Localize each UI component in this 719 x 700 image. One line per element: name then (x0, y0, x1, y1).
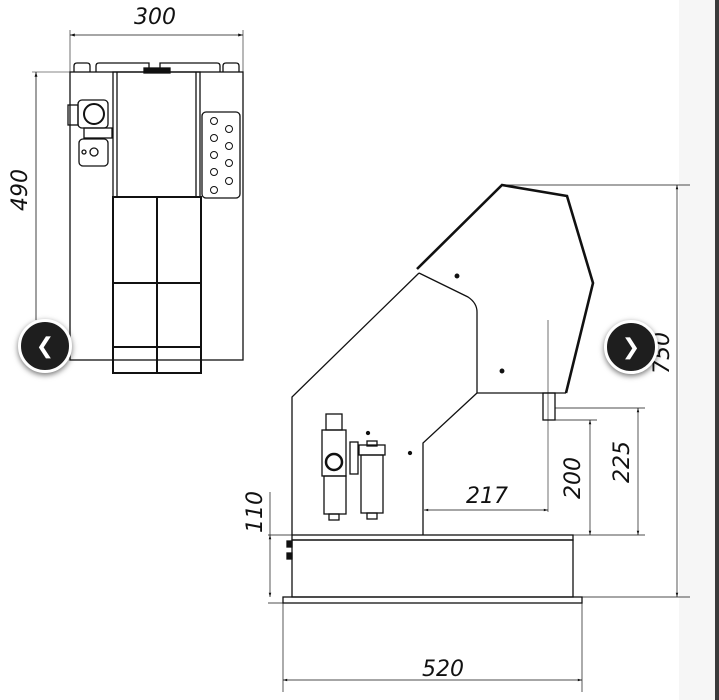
side-view (268, 183, 690, 692)
chevron-right-icon: ❯ (621, 334, 641, 360)
dim-225: 225 (610, 441, 635, 483)
chevron-left-icon: ❮ (35, 333, 55, 359)
dim-217: 217 (466, 484, 508, 509)
dim-490: 490 (8, 169, 33, 211)
panel-border (715, 0, 719, 700)
dim-520: 520 (422, 657, 464, 682)
next-image-button[interactable]: ❯ (604, 320, 658, 374)
dim-200: 200 (561, 457, 586, 499)
side-panel (679, 0, 715, 700)
dim-110: 110 (243, 491, 268, 533)
dim-300: 300 (134, 5, 176, 30)
top-view (32, 30, 244, 374)
previous-image-button[interactable]: ❮ (18, 319, 72, 373)
